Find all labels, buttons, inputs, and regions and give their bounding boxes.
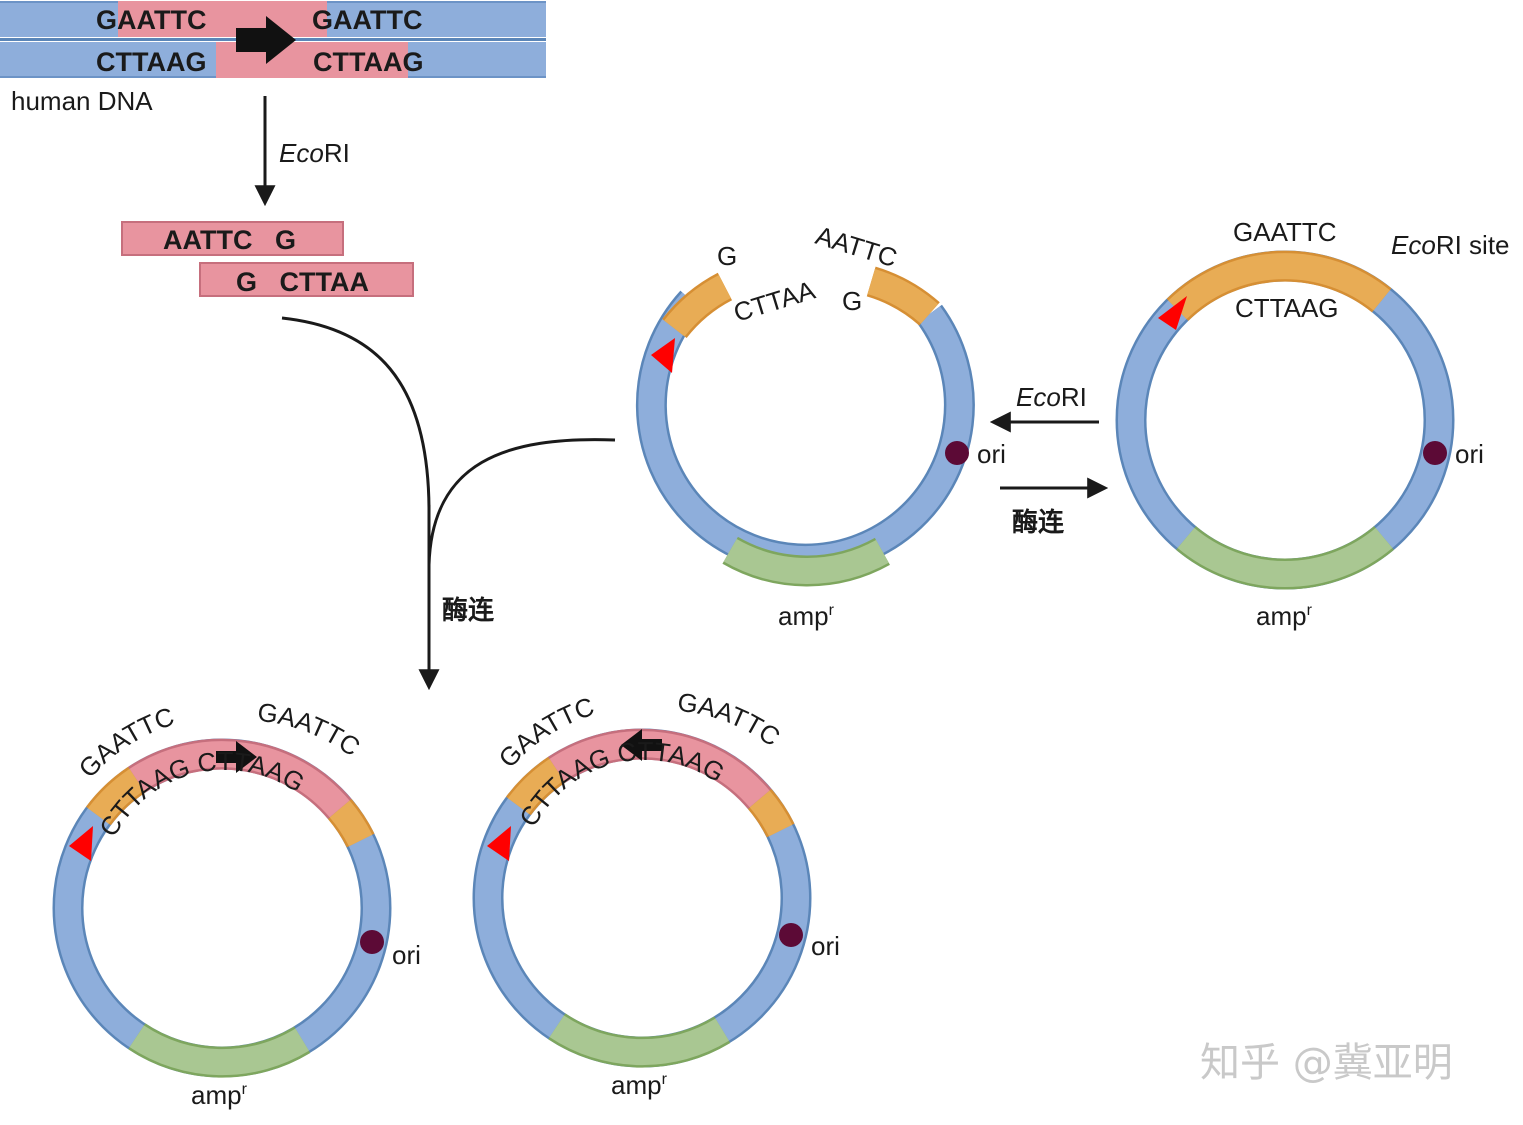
intact-plasmid: ori ampr GAATTC CTTAAG EcoRI site (1115, 217, 1510, 631)
dna-bottom-left-seq: CTTAAG (96, 47, 206, 77)
fragment-merge-curve (281, 316, 431, 509)
cut-arrow-enzyme-label: EcoRI (1016, 382, 1087, 412)
fragment-bottom-seq: G CTTAA (236, 267, 369, 297)
dot-icon (779, 923, 803, 947)
intact-ori-label: ori (1455, 439, 1484, 469)
insert-top-segment (118, 1, 327, 37)
digest-step: EcoRI (254, 96, 350, 207)
ligate-arrow-label: 酶连 (1012, 508, 1065, 538)
cut-right-end-bottom: G (842, 286, 862, 316)
dna-bottom-right-seq: CTTAAG (313, 47, 423, 77)
cut-ori-label: ori (977, 439, 1006, 469)
triangle-icon (487, 826, 511, 861)
cut-ligate-arrows: EcoRI 酶连 (989, 382, 1109, 538)
dot-icon (1423, 441, 1447, 465)
ligation-merge-lines: 酶连 (281, 316, 616, 691)
intact-site-top-seq: GAATTC (1233, 217, 1337, 247)
right-arrow-icon (236, 16, 296, 64)
fragment-top-strand (121, 221, 344, 256)
triangle-icon (651, 338, 675, 373)
plasmid-merge-curve (427, 438, 616, 566)
cut-plasmid: ori ampr G CTTAA AATTC G (635, 220, 1006, 631)
cut-left-end-top: G (717, 241, 737, 271)
dna-top-right-seq: GAATTC (312, 5, 422, 35)
recombinant-plasmid-1: ori ampr GAATTC GAATTC CTTAAG CTTAAG (52, 697, 421, 1110)
r1-ori-label: ori (392, 940, 421, 970)
dot-icon (360, 930, 384, 954)
watermark: 知乎 @冀亚明 (1200, 1040, 1453, 1086)
insert-fragment: AATTC G G CTTAA (121, 221, 414, 297)
fragment-bottom-strand (199, 262, 414, 297)
cut-left-end-bottom: CTTAA (730, 275, 819, 328)
digest-enzyme-label: EcoRI (279, 138, 350, 168)
left-arrow-icon (621, 729, 662, 761)
r2-inner-seq: CTTAAG CTTAAG (513, 736, 730, 831)
r1-amp-label: ampr (191, 1080, 248, 1110)
human-dna-label: human DNA (11, 86, 153, 116)
triangle-icon (69, 826, 93, 861)
human-dna-strands: GAATTC GAATTC CTTAAG CTTAAG human DNA (0, 1, 546, 116)
r1-inner-seq: CTTAAG CTTAAG (93, 746, 310, 841)
right-arrow-icon (216, 741, 257, 773)
recombinant-plasmid-2: ori ampr GAATTC GAATTC CTTAAG CTTAAG (472, 687, 840, 1100)
dot-icon (945, 441, 969, 465)
triangle-icon (1158, 296, 1187, 330)
dna-top-left-seq: GAATTC (96, 5, 206, 35)
fragment-top-seq: AATTC G (163, 225, 296, 255)
cut-amp-label: ampr (778, 601, 835, 631)
r2-ori-label: ori (811, 931, 840, 961)
cut-right-end-top: AATTC (812, 220, 900, 273)
intact-site-bottom-seq: CTTAAG (1235, 293, 1339, 323)
ligation-down-label: 酶连 (442, 596, 495, 626)
intact-amp-label: ampr (1256, 601, 1313, 631)
ecori-site-label: EcoRI site (1391, 230, 1510, 260)
r2-amp-label: ampr (611, 1070, 668, 1100)
